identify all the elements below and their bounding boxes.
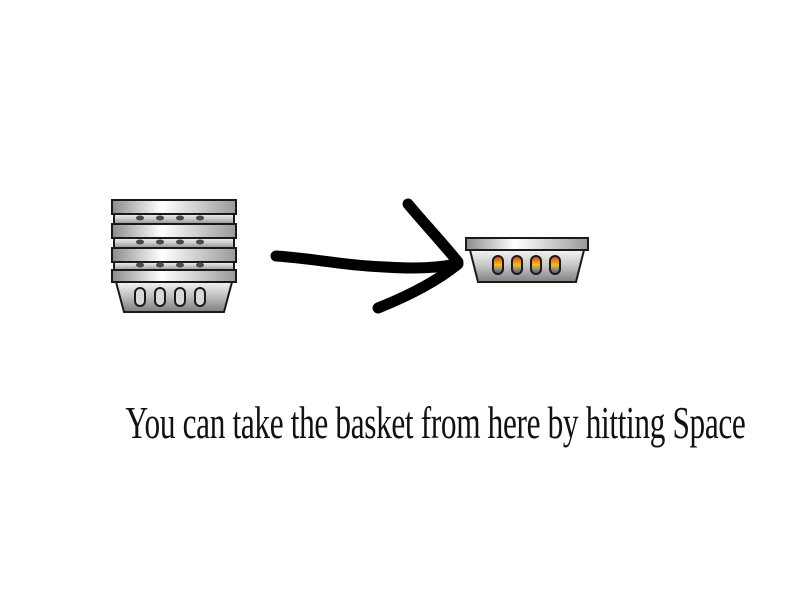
hand-drawn-arrow-icon [270,198,464,314]
basket-icon [465,237,589,283]
instruction-text: You can take the basket from here by hit… [125,397,746,448]
basket-stack-icon [111,199,237,313]
